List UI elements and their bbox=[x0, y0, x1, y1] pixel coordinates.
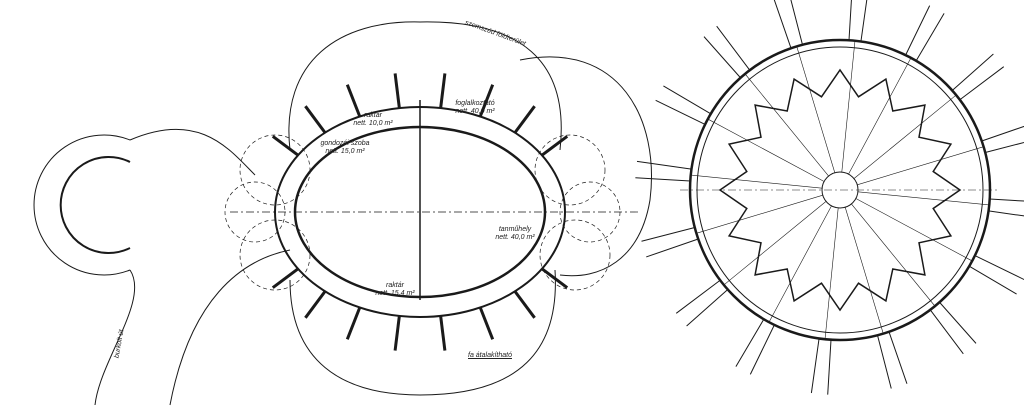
roof-rib bbox=[824, 207, 839, 340]
radial-wall bbox=[478, 84, 495, 118]
door-swing-arc bbox=[534, 134, 606, 206]
radial-beam bbox=[675, 279, 729, 327]
radial-wall bbox=[513, 105, 536, 134]
site-boundary bbox=[519, 56, 652, 277]
door-swing-arc bbox=[224, 181, 286, 243]
radial-wall bbox=[271, 135, 299, 157]
roof-rib bbox=[844, 207, 884, 334]
radial-beam bbox=[810, 338, 832, 395]
roof-rib bbox=[768, 205, 832, 323]
radial-wall bbox=[541, 135, 569, 157]
radial-wall bbox=[393, 73, 401, 109]
radial-wall bbox=[541, 267, 569, 289]
radial-wall bbox=[304, 290, 327, 319]
radial-beam bbox=[773, 0, 803, 49]
radial-wall bbox=[304, 105, 327, 134]
note-label: fa átalakítható bbox=[468, 352, 512, 359]
roof-rib bbox=[857, 191, 990, 206]
door-swing-arc bbox=[559, 181, 621, 243]
radial-wall bbox=[345, 306, 362, 340]
roof-rib bbox=[851, 203, 936, 307]
radial-beam bbox=[968, 255, 1024, 295]
radial-beam bbox=[641, 227, 699, 258]
radial-wall bbox=[271, 267, 299, 289]
radial-beam bbox=[703, 25, 751, 79]
door-swing-arc bbox=[239, 134, 311, 206]
roof-rib bbox=[723, 201, 827, 286]
south-wing-outline bbox=[289, 269, 556, 396]
roof-rib bbox=[841, 40, 856, 173]
roof-rib bbox=[707, 118, 825, 182]
radial-beam bbox=[988, 198, 1024, 217]
radial-wall bbox=[393, 315, 401, 351]
pavilion-outer bbox=[33, 134, 131, 276]
roof-rib bbox=[857, 146, 984, 186]
radial-wall bbox=[439, 73, 447, 109]
radial-beam bbox=[848, 0, 868, 42]
radial-wall bbox=[513, 290, 536, 319]
radial-beam bbox=[635, 160, 692, 182]
roof-rib bbox=[848, 57, 912, 175]
radial-wall bbox=[478, 306, 495, 340]
door-swing-arc bbox=[239, 219, 311, 291]
door-swing-arc bbox=[539, 219, 611, 291]
radial-beam bbox=[951, 53, 1005, 101]
pavilion-inner bbox=[59, 156, 131, 254]
roof-rib bbox=[853, 94, 957, 179]
north-wing-outline bbox=[288, 21, 562, 151]
radial-beam bbox=[735, 318, 775, 375]
radial-wall bbox=[345, 84, 362, 118]
radial-beam bbox=[655, 85, 712, 125]
roof-rib bbox=[696, 194, 823, 234]
radial-beam bbox=[877, 331, 908, 389]
roof-rib bbox=[796, 46, 836, 173]
radial-beam bbox=[981, 125, 1024, 153]
radial-beam bbox=[929, 301, 977, 355]
radial-wall bbox=[439, 315, 447, 351]
roof-rib bbox=[744, 73, 829, 177]
roof-rib bbox=[855, 198, 973, 262]
garden-path bbox=[94, 128, 291, 406]
roof-rib bbox=[690, 174, 823, 189]
radial-beam bbox=[905, 5, 945, 62]
